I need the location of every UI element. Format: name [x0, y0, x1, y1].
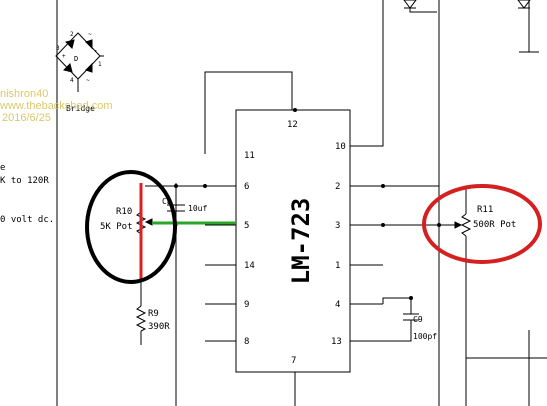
bridge-sign-4: - [94, 47, 98, 54]
pin-label-7: 7 [291, 356, 296, 366]
diode-bridge [55, 32, 104, 92]
watermark-site: www.thebackshed.com [0, 100, 113, 112]
wires [135, 71, 547, 406]
pin-label-8: 8 [244, 337, 249, 347]
side-text-2: K to 120R [0, 176, 49, 186]
c9-value: 100pf [413, 332, 437, 341]
bridge-terminal-4: 4 [70, 77, 74, 84]
pin-label-3: 3 [335, 221, 340, 231]
bridge-terminal-1: 1 [98, 61, 102, 68]
pin-label-10: 10 [335, 142, 346, 152]
r10-potentiometer [135, 211, 153, 235]
side-text-1: e [0, 163, 5, 173]
pin-label-5: 5 [244, 221, 249, 231]
c9-capacitor [403, 308, 419, 321]
c8-name: C8 [162, 197, 172, 206]
pin-label-14: 14 [244, 261, 255, 271]
bridge-sign-3: ~ [86, 77, 90, 84]
bridge-sign-2: + [62, 53, 66, 60]
r9-value: 390R [148, 322, 170, 332]
c8-value: 10uf [188, 204, 207, 213]
r11-potentiometer [454, 213, 472, 237]
r10-name: R10 [116, 207, 132, 217]
pin-label-4: 4 [335, 300, 340, 310]
r11-value: 500R Pot [473, 220, 516, 230]
pin-label-11: 11 [244, 151, 255, 161]
watermark-date: 2016/6/25 [2, 112, 51, 124]
pin-label-6: 6 [244, 182, 249, 192]
bridge-sign-1: ~ [88, 31, 92, 38]
annotation-red-circle [422, 184, 542, 264]
r11-name: R11 [477, 205, 493, 215]
ic-body [235, 109, 351, 373]
side-text-3: 0 volt dc. [0, 215, 54, 225]
bridge-terminal-3: 3 [56, 45, 60, 52]
r10-value: 5K Pot [100, 222, 133, 232]
pin-label-2: 2 [335, 182, 340, 192]
top-right-diodes [403, 0, 531, 13]
ic-name: LM-723 [287, 198, 315, 285]
bridge-label: Bridge [66, 104, 95, 113]
pin-label-1: 1 [335, 261, 340, 271]
bridge-diode-label: D [74, 55, 78, 63]
annotation-black-circle [85, 170, 177, 284]
pin-label-9: 9 [244, 300, 249, 310]
pin-label-13: 13 [331, 337, 342, 347]
watermark-user: nishron40 [0, 88, 48, 100]
bridge-terminal-2: 2 [70, 31, 74, 38]
c9-name: C9 [413, 315, 423, 324]
junction-dots [174, 108, 441, 300]
pin-label-12: 12 [287, 120, 298, 130]
r9-name: R9 [148, 309, 159, 319]
